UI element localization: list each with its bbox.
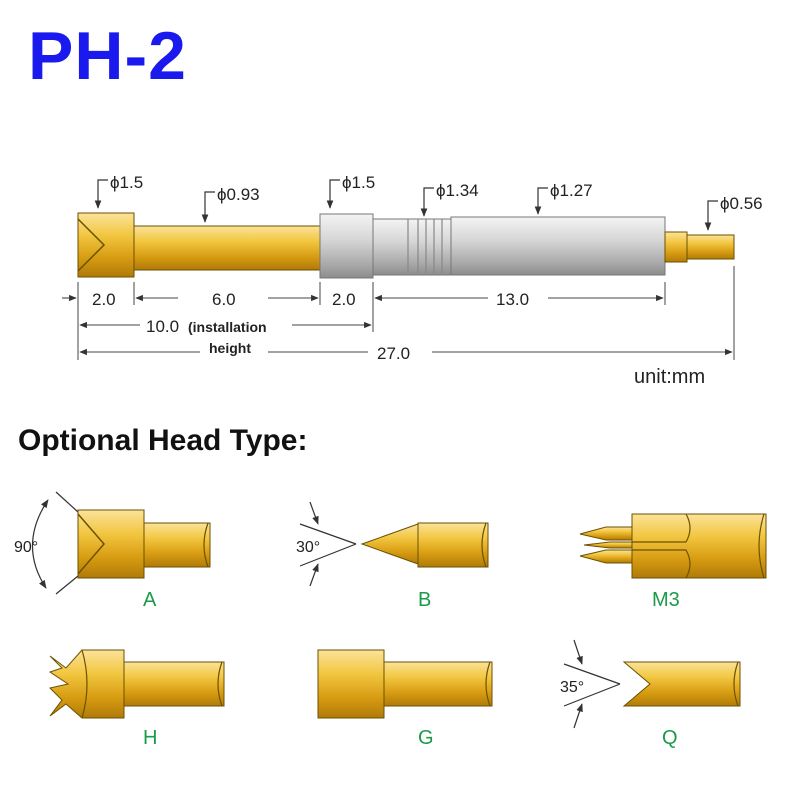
- unit-label: unit:mm: [634, 366, 705, 388]
- dia-tip-label: ϕ0.56: [720, 194, 763, 213]
- probe-crimp-grooves: [407, 219, 443, 275]
- dia-shaft-label: ϕ0.93: [217, 185, 260, 204]
- dim-install-note-1: (installation: [188, 319, 267, 335]
- probe-crimp: [372, 218, 452, 276]
- head-h-label: H: [143, 727, 157, 749]
- extension-lines: [77, 266, 735, 360]
- dim-shaft-len: 6.0: [212, 290, 236, 309]
- head-q-label: Q: [662, 727, 678, 749]
- diameter-callouts: [94, 179, 718, 231]
- probe-tip: [664, 231, 735, 263]
- head-b-angle-icon: [299, 501, 357, 587]
- dim-barrel-len: 13.0: [496, 290, 529, 309]
- probe-barrel: [319, 213, 666, 279]
- head-m3-label: M3: [652, 589, 680, 611]
- dia-barrel-label: ϕ1.27: [550, 181, 593, 200]
- head-a-angle-icon: [31, 491, 79, 595]
- head-b-angle: 30°: [296, 539, 320, 556]
- head-type-m3: M3: [579, 513, 767, 611]
- dim-install-note-2: height: [209, 340, 251, 356]
- probe-barrel-tube: [450, 216, 666, 276]
- dim-install-len: 10.0: [146, 317, 179, 336]
- probe-head-crown-icon: [77, 218, 106, 272]
- head-a-angle: 90°: [14, 539, 38, 556]
- head-b-label: B: [418, 589, 431, 611]
- dim-total-len: 27.0: [377, 344, 410, 363]
- head-type-section-title: Optional Head Type:: [18, 424, 308, 457]
- head-q-angle-icon: [563, 639, 621, 729]
- probe-body: [77, 212, 323, 278]
- head-type-a: 90° A: [14, 491, 211, 611]
- dim-collar-len: 2.0: [332, 290, 356, 309]
- dia-collar-label: ϕ1.5: [342, 173, 375, 192]
- dia-head-label: ϕ1.5: [110, 173, 143, 192]
- product-title: PH-2: [28, 18, 187, 94]
- dia-crimp-label: ϕ1.34: [436, 181, 479, 200]
- head-type-g: G: [317, 649, 493, 749]
- head-type-h: H: [48, 649, 225, 749]
- dim-head-len: 2.0: [92, 290, 116, 309]
- head-g-label: G: [418, 727, 434, 749]
- head-type-q: 35° Q: [560, 639, 741, 749]
- probe-shaft: [133, 225, 323, 271]
- probe-head: [77, 212, 135, 278]
- head-a-label: A: [143, 589, 157, 611]
- head-type-b: 30° B: [296, 501, 489, 611]
- head-q-angle: 35°: [560, 679, 584, 696]
- probe-collar: [319, 213, 374, 279]
